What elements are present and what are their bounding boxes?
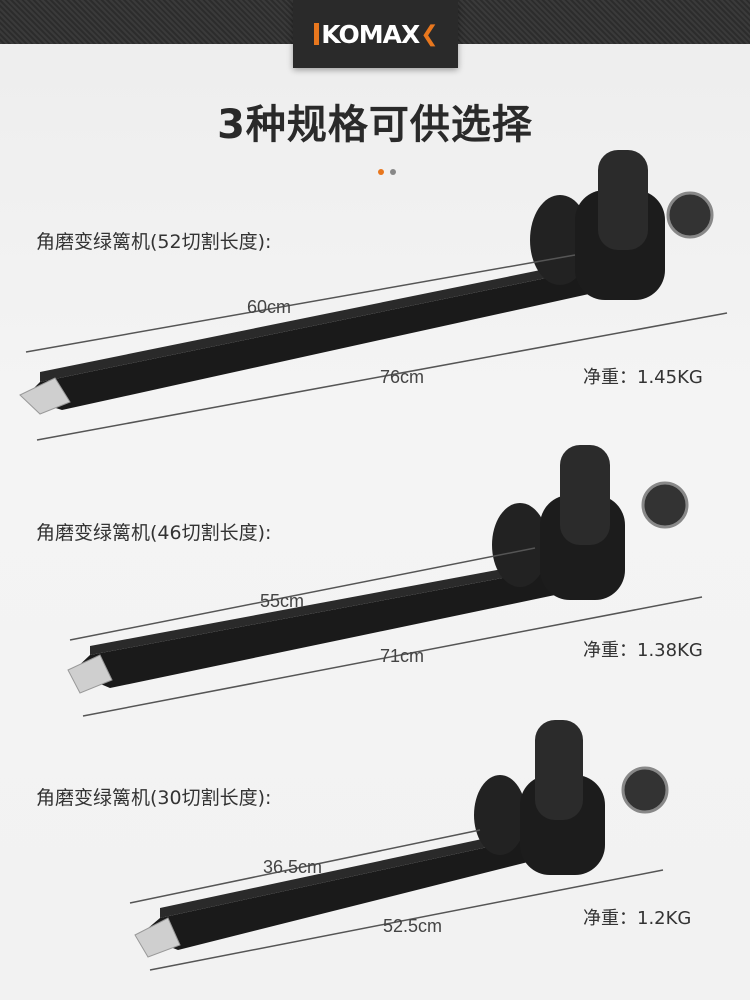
product-2-label: 角磨变绿篱机(46切割长度): <box>36 522 272 544</box>
hedge-trimmer-1-icon <box>19 150 714 415</box>
dot-active <box>378 169 384 175</box>
product-3-weight: 净重：1.2KG <box>583 908 692 929</box>
product-3-total-length: 52.5cm <box>383 916 442 936</box>
brand-logo: KOMAX ❮ <box>293 0 458 68</box>
hedge-trimmer-2-icon <box>67 445 689 694</box>
product-3-cut-length: 36.5cm <box>263 857 322 877</box>
product-1-cut-length: 60cm <box>247 297 291 317</box>
product-1-weight: 净重：1.45KG <box>583 367 703 388</box>
product-2-weight: 净重：1.38KG <box>583 640 703 661</box>
product-3-label: 角磨变绿篱机(30切割长度): <box>36 787 272 809</box>
product-2-cut-length: 55cm <box>260 591 304 611</box>
logo-text: KOMAX <box>321 19 420 49</box>
dot-inactive <box>390 169 396 175</box>
logo-arrow-icon: ❮ <box>420 21 439 47</box>
page-title: 3种规格可供选择 <box>217 102 533 148</box>
carousel-dots <box>378 160 402 179</box>
product-1-label: 角磨变绿篱机(52切割长度): <box>36 231 272 253</box>
hedge-trimmer-3-icon <box>134 720 669 958</box>
product-1-total-length: 76cm <box>380 367 424 387</box>
product-2-total-length: 71cm <box>380 646 424 666</box>
logo-bar-icon <box>314 23 320 45</box>
